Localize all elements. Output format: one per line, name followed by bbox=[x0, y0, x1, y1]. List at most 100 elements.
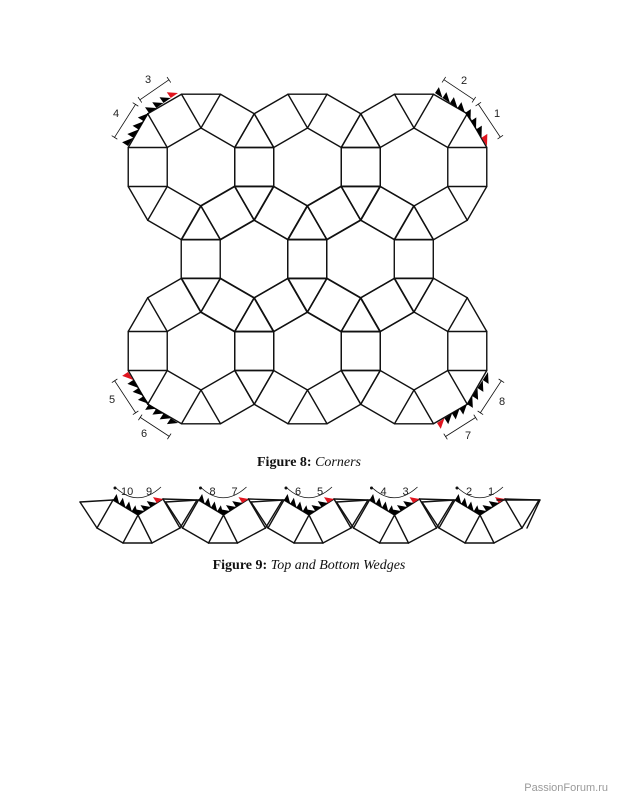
bracket-dot bbox=[370, 486, 373, 490]
seam-tooth bbox=[467, 396, 473, 408]
seam-tooth bbox=[465, 109, 471, 122]
wedge-edge bbox=[250, 501, 269, 529]
wedge-label: 10 bbox=[121, 486, 133, 498]
square-edge bbox=[180, 93, 202, 129]
square-edge bbox=[219, 403, 255, 425]
wedge-edge bbox=[479, 514, 495, 544]
hexagon-edge bbox=[379, 311, 415, 333]
wedge-label: 8 bbox=[210, 486, 216, 498]
wedge-edge bbox=[393, 514, 410, 544]
square-edge bbox=[147, 277, 183, 299]
seam-tooth bbox=[145, 107, 157, 113]
seam-tooth bbox=[132, 121, 144, 130]
wedge-edge bbox=[418, 498, 438, 529]
wedge-edge bbox=[247, 498, 267, 529]
triangle-edge bbox=[340, 297, 362, 333]
wedge-edge bbox=[164, 499, 200, 503]
wedge-edge bbox=[151, 527, 181, 544]
square-edge bbox=[253, 277, 289, 299]
square-edge bbox=[306, 93, 328, 129]
square-edge bbox=[413, 93, 435, 129]
seam-tooth bbox=[198, 493, 205, 504]
wedge-label: 6 bbox=[295, 486, 301, 498]
wedge-edge bbox=[181, 499, 200, 529]
seam-tooth bbox=[152, 408, 164, 415]
wedge-edge bbox=[122, 514, 139, 544]
triangle-edge bbox=[127, 185, 149, 221]
seam-tooth bbox=[145, 404, 157, 410]
seam-tooth bbox=[467, 501, 474, 512]
seam-tooth bbox=[159, 413, 171, 420]
triangle-edge bbox=[180, 205, 202, 241]
dimension-bracket bbox=[443, 79, 475, 101]
square-edge bbox=[393, 93, 415, 129]
square-edge bbox=[326, 93, 362, 115]
seam-tooth bbox=[396, 505, 407, 511]
corner-label-7: 7 bbox=[465, 430, 471, 442]
square-edge bbox=[360, 277, 396, 299]
seam-tooth bbox=[159, 97, 171, 103]
seam-tooth bbox=[403, 501, 414, 507]
bracket-tick bbox=[132, 102, 139, 107]
seam-tooth bbox=[476, 509, 487, 515]
wedge-label: 2 bbox=[466, 486, 472, 498]
wedge-edge bbox=[335, 501, 355, 529]
seam-tooth bbox=[470, 117, 477, 130]
square-edge bbox=[147, 113, 168, 149]
seam-tooth bbox=[127, 129, 139, 138]
square-edge bbox=[147, 185, 168, 221]
bracket-tick bbox=[477, 410, 484, 415]
wedge-edge bbox=[352, 527, 381, 544]
square-edge bbox=[432, 277, 468, 299]
seam-tooth bbox=[388, 505, 395, 515]
figure-8-title: Corners bbox=[315, 455, 361, 470]
square-edge bbox=[326, 277, 362, 299]
wedge-edge bbox=[79, 501, 98, 529]
seam-tooth bbox=[461, 497, 468, 508]
bracket-tick bbox=[473, 414, 478, 421]
wedge-edge bbox=[421, 501, 440, 529]
figure-9-caption: Figure 9: Top and Bottom Wedges bbox=[0, 558, 618, 574]
wedge-bracket bbox=[457, 486, 504, 499]
hexagon-edge bbox=[200, 311, 236, 333]
square-edge bbox=[287, 93, 309, 129]
square-edge bbox=[447, 369, 468, 405]
triangle-edge bbox=[234, 369, 255, 405]
square-edge bbox=[253, 185, 275, 221]
square-edge bbox=[147, 219, 183, 241]
wedge-edge bbox=[181, 527, 210, 544]
bracket-dot bbox=[284, 486, 288, 490]
seam-tooth bbox=[488, 501, 499, 507]
wedge-edge bbox=[352, 499, 371, 529]
triangle-edge bbox=[413, 205, 434, 241]
hexagon-edge bbox=[273, 369, 309, 391]
square-edge bbox=[393, 205, 415, 241]
wedge-edge bbox=[435, 499, 455, 529]
hexagon-edge bbox=[326, 219, 362, 241]
square-edge bbox=[253, 113, 275, 149]
hexagon-edge bbox=[379, 369, 415, 391]
bracket-tick bbox=[111, 135, 118, 140]
wedge-edge bbox=[267, 499, 285, 529]
seam-tooth bbox=[127, 380, 139, 388]
wedge-edge bbox=[526, 499, 541, 529]
square-edge bbox=[253, 403, 289, 425]
square-edge bbox=[413, 277, 435, 313]
wedge-edge bbox=[96, 499, 114, 529]
square-edge bbox=[287, 389, 309, 425]
red-start-tooth bbox=[481, 133, 488, 146]
square-edge bbox=[447, 297, 468, 333]
hexagon-edge bbox=[166, 311, 202, 333]
wedge-bracket bbox=[372, 486, 418, 499]
wedge-edge bbox=[438, 527, 466, 544]
hexagon-edge bbox=[273, 127, 309, 149]
triangle-edge bbox=[340, 369, 362, 405]
hexagon-edge bbox=[273, 311, 309, 333]
seam-tooth bbox=[317, 501, 328, 507]
figure-8-tiling-diagram bbox=[127, 93, 488, 425]
square-edge bbox=[200, 205, 221, 241]
square-edge bbox=[253, 369, 275, 405]
wedge-edge bbox=[293, 514, 310, 544]
bracket-dot bbox=[455, 486, 459, 490]
bracket-tick bbox=[471, 96, 476, 103]
